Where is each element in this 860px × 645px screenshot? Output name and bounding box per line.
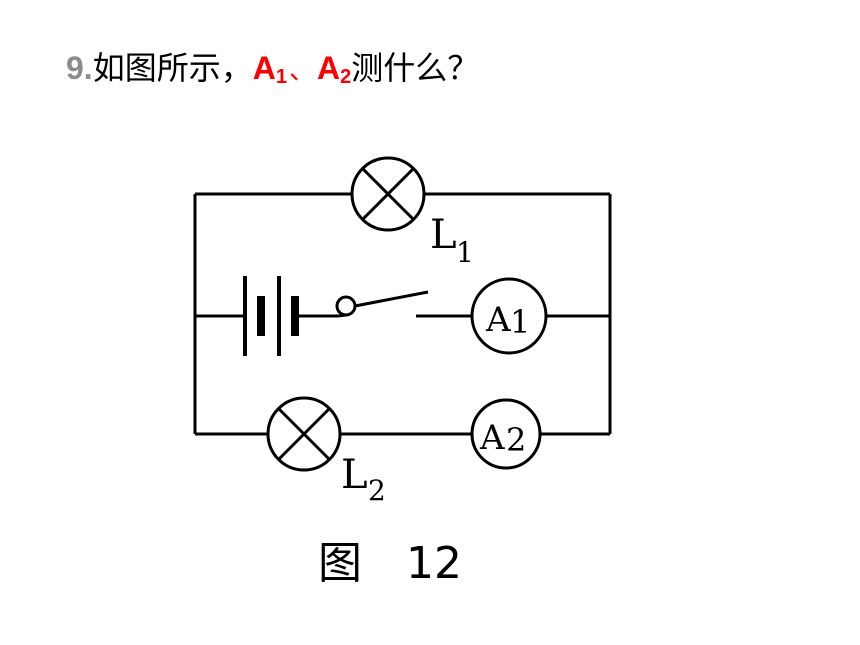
lamp-l1-label: L bbox=[430, 212, 457, 258]
question-prefix: 如图所示， bbox=[92, 49, 253, 87]
circuit-wires bbox=[193, 192, 612, 436]
lamp-l1 bbox=[350, 156, 426, 232]
question-number: 9. bbox=[66, 50, 93, 86]
question-suffix: 测什么？ bbox=[351, 49, 480, 87]
ammeter-a1: A 1 bbox=[470, 277, 548, 355]
caption-num: 12 bbox=[406, 538, 462, 589]
caption-char: 图 bbox=[318, 538, 362, 589]
battery bbox=[243, 276, 299, 356]
ammeter-a2-sub: 2 bbox=[506, 421, 526, 459]
ammeter-a1-sub: 1 bbox=[510, 303, 530, 341]
question-a1: A1 bbox=[252, 50, 287, 88]
lamp-l2-sub: 2 bbox=[368, 474, 386, 507]
question-a1-letter: A bbox=[252, 50, 276, 86]
question-a2-letter: A bbox=[316, 50, 341, 86]
lamp-l1-sub: 1 bbox=[456, 236, 474, 269]
lamp-l2-label: L bbox=[341, 452, 368, 498]
question-text: 9.如图所示，A1、A2测什么？ bbox=[66, 38, 479, 107]
ammeter-a2-letter: A bbox=[479, 418, 505, 458]
question-a2-sub: 2 bbox=[340, 66, 352, 88]
ammeter-a1-letter: A bbox=[485, 300, 511, 340]
question-a2: A2 bbox=[316, 50, 352, 88]
switch bbox=[335, 290, 429, 318]
question-separator: 、 bbox=[288, 56, 315, 86]
lamp-l2 bbox=[266, 396, 342, 472]
question-a1-sub: 1 bbox=[275, 66, 287, 88]
ammeter-a2: A 2 bbox=[470, 398, 542, 470]
